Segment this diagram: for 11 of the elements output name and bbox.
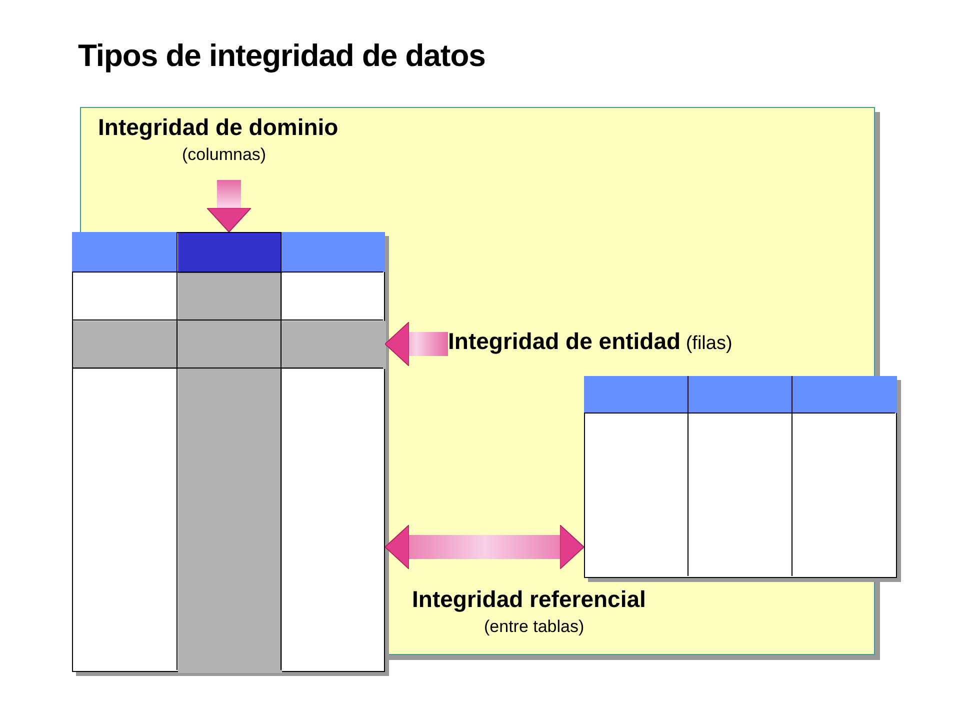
highlighted-row [73, 321, 386, 369]
note: (entre tablas) [483, 617, 586, 637]
heading: Integridad referencial [412, 586, 647, 613]
heading: Integridad de entidad [448, 328, 681, 354]
block-arrow [384, 322, 448, 366]
block-arrow [206, 180, 252, 232]
block-arrow [384, 524, 584, 570]
note: (columnas) [181, 145, 268, 165]
title: Tipos de integridad de datos [78, 38, 486, 74]
heading: Integridad de dominio [98, 114, 340, 141]
note: (filas) [684, 333, 732, 354]
